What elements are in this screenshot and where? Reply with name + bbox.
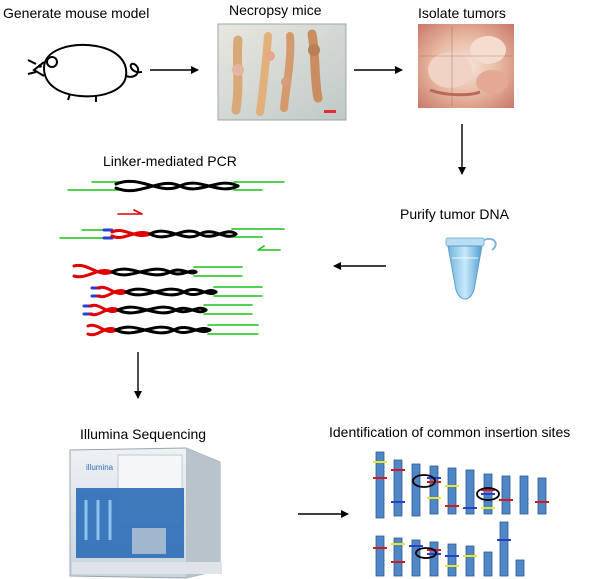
pcr-fragment-1 (67, 179, 285, 193)
step-label-linker-mediated-pcr: Linker-mediated PCR (103, 153, 237, 169)
chromosome-bar (483, 551, 493, 577)
step-label-generate-mouse-model: Generate mouse model (3, 5, 150, 21)
chromosome-bar (393, 537, 403, 577)
chromosome-bar (499, 521, 509, 577)
mouse-icon (27, 44, 143, 102)
chromosome-bar (429, 541, 439, 577)
chromosome-bar (375, 451, 385, 519)
pcr-fragment-2 (59, 228, 285, 240)
pcr-fragment-4 (90, 285, 263, 299)
primer-red (117, 209, 143, 215)
common-insertion-site-marker (412, 474, 436, 488)
chromosome-bar (375, 535, 385, 577)
chromosome-bar (515, 559, 525, 577)
pcr-schematic (59, 179, 285, 337)
chromosome-bar (501, 475, 511, 515)
chromosome-bar (465, 545, 475, 577)
primer-green (257, 245, 281, 251)
chromosome-bar (447, 467, 457, 515)
chromosome-bar (465, 469, 475, 515)
chromosome-bar (393, 459, 403, 517)
chromosome-bar (447, 543, 457, 577)
chromosome-bar (519, 475, 529, 515)
pcr-fragment-3 (72, 263, 243, 279)
sequencer-photo (69, 447, 222, 579)
chromosome-schematic (373, 451, 549, 577)
pcr-fragment-5 (82, 303, 253, 317)
step-label-isolate-tumors: Isolate tumors (418, 5, 506, 21)
common-insertion-site-marker (476, 487, 500, 501)
chromosome-bar (411, 539, 421, 577)
workflow-arrows (134, 66, 466, 518)
chromosome-bar (411, 463, 421, 517)
dna-tube-photo (441, 231, 499, 305)
tumor-photo (418, 24, 514, 108)
sequencer-brand-text: illumina (86, 463, 114, 472)
step-label-purify-tumor-dna: Purify tumor DNA (400, 206, 509, 222)
step-label-necropsy-mice: Necropsy mice (229, 2, 322, 18)
common-insertion-site-marker (415, 547, 437, 559)
step-label-identification: Identification of common insertion sites (329, 424, 571, 440)
mouse-eye-icon (38, 64, 42, 68)
chromosome-bar (537, 477, 547, 515)
necropsy-photo (217, 23, 347, 121)
chromosome-bar (429, 465, 439, 515)
step-label-illumina-sequencing: Illumina Sequencing (80, 426, 207, 442)
pcr-fragment-6 (86, 323, 259, 337)
